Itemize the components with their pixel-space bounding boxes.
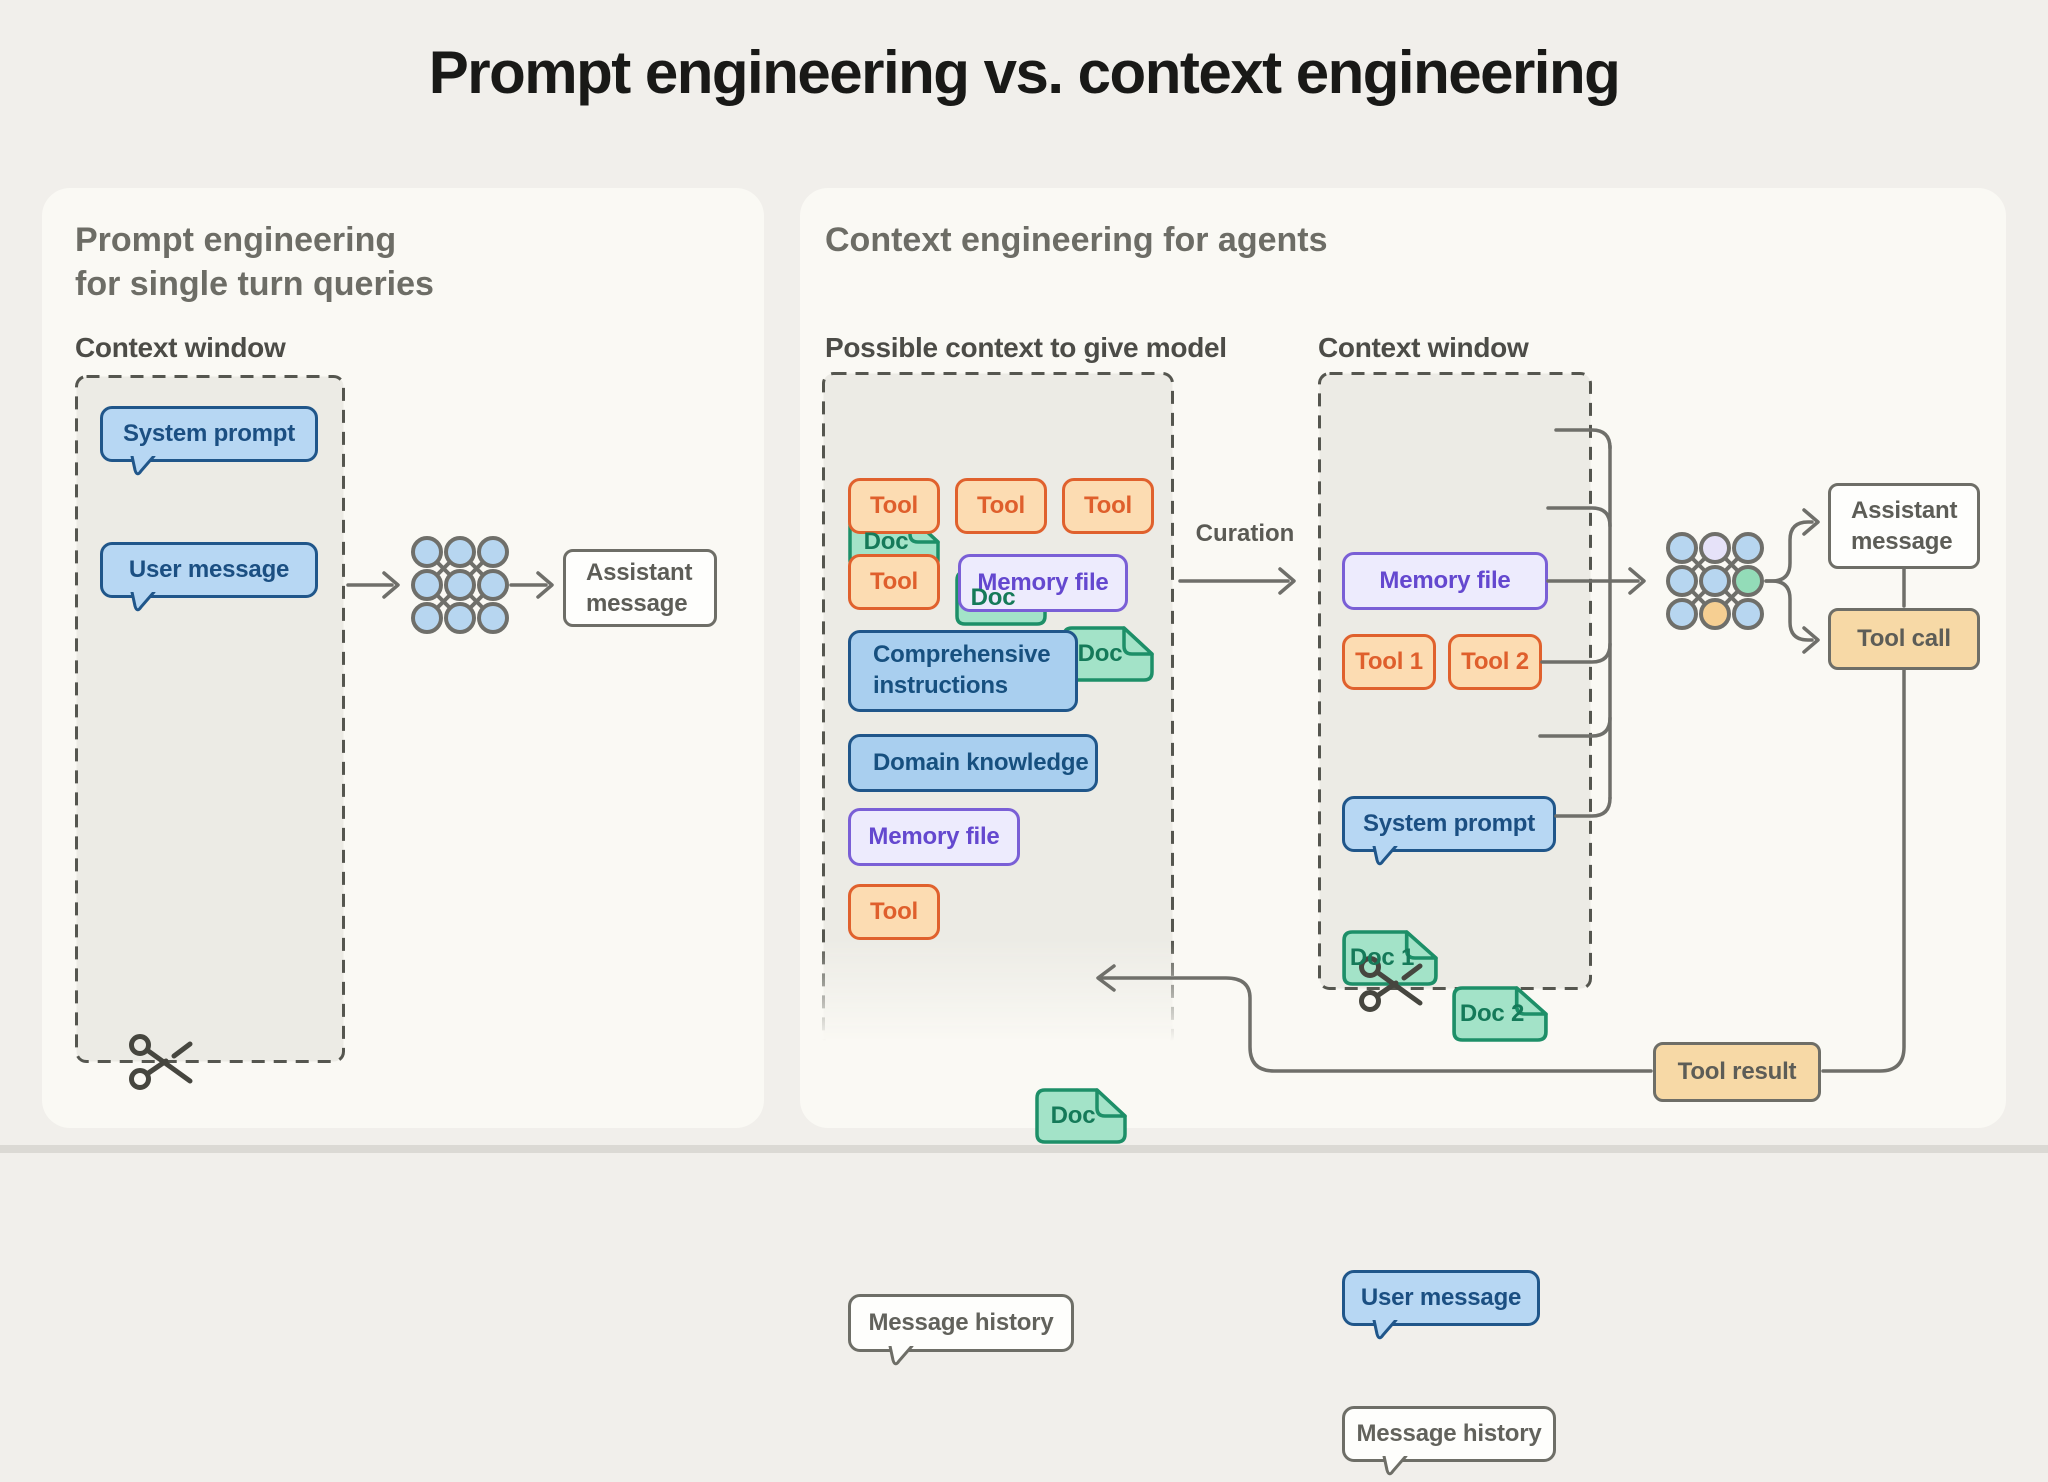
comprehensive-instructions-label: Comprehensive instructions bbox=[873, 641, 1051, 699]
message-history-label: Message history bbox=[868, 1309, 1054, 1336]
model-icon bbox=[1666, 532, 1764, 630]
assistant-message-label: Assistant message bbox=[1851, 496, 1958, 555]
doc-chip: Doc bbox=[1062, 626, 1154, 682]
page-title: Prompt engineering vs. context engineeri… bbox=[428, 39, 1621, 106]
domain-knowledge-chip: Domain knowledge bbox=[848, 734, 1098, 792]
doc-icon bbox=[1035, 1088, 1127, 1144]
curation-label: Curation bbox=[1195, 520, 1295, 547]
diagram-canvas: Prompt engineering vs. context engineeri… bbox=[0, 39, 2048, 1476]
possible-context-label: Possible context to give model bbox=[825, 332, 1227, 363]
memory-file-label: Memory file bbox=[977, 569, 1109, 596]
model-icon bbox=[411, 536, 509, 634]
user-message-label: User message bbox=[1360, 1284, 1522, 1311]
tool-call-box: Tool call bbox=[1828, 608, 1980, 670]
tool-result-box: Tool result bbox=[1653, 1042, 1821, 1102]
bubble-tail bbox=[130, 456, 156, 476]
left-assistant-message-box: Assistant message bbox=[563, 549, 717, 627]
bubble-tail bbox=[130, 592, 156, 612]
doc-label: Doc bbox=[1077, 640, 1123, 667]
agent-system-prompt-chip: System prompt bbox=[1342, 796, 1556, 866]
left-context-window-label: Context window bbox=[75, 332, 286, 363]
memory-file-chip: Memory file bbox=[958, 554, 1128, 612]
doc2-chip: Doc 2 bbox=[1452, 986, 1548, 1042]
left-panel-heading: Prompt engineering for single turn queri… bbox=[75, 218, 434, 306]
tool-chip: Tool bbox=[848, 478, 940, 534]
system-prompt-label: System prompt bbox=[1362, 810, 1536, 837]
agent-user-message-chip: User message bbox=[1342, 1270, 1540, 1340]
tool-chip: Tool bbox=[848, 554, 940, 610]
bubble-tail bbox=[1382, 1456, 1408, 1476]
tool2-chip: Tool 2 bbox=[1448, 634, 1542, 690]
left-panel-heading-line1: Prompt engineering bbox=[75, 221, 397, 259]
tool-result-label: Tool result bbox=[1677, 1058, 1797, 1086]
scissors-icon bbox=[129, 1034, 193, 1090]
memory-file-chip: Memory file bbox=[848, 808, 1020, 866]
doc-label: Doc 2 bbox=[1459, 1000, 1525, 1027]
agent-message-history-chip: Message history bbox=[1342, 1406, 1556, 1476]
left-system-prompt-label: System prompt bbox=[122, 420, 296, 447]
tool-label: Tool 2 bbox=[1461, 648, 1529, 675]
message-history-chip: Message history bbox=[848, 1294, 1074, 1366]
bubble-tail bbox=[1372, 846, 1398, 866]
tool-chip: Tool bbox=[955, 478, 1047, 534]
tool1-chip: Tool 1 bbox=[1342, 634, 1436, 690]
message-history-label: Message history bbox=[1356, 1420, 1542, 1447]
doc-label: Doc bbox=[1050, 1102, 1096, 1129]
left-user-message-chip: User message bbox=[100, 542, 318, 612]
memory-file-label: Memory file bbox=[1379, 567, 1511, 594]
tool-label: Tool bbox=[869, 898, 919, 925]
assistant-message-box: Assistant message bbox=[1828, 483, 1980, 569]
agent-memory-file-chip: Memory file bbox=[1342, 552, 1548, 610]
tool-label: Tool bbox=[869, 568, 919, 595]
domain-knowledge-label: Domain knowledge bbox=[873, 749, 1089, 776]
bottom-strip bbox=[0, 1145, 2048, 1153]
tool-chip: Tool bbox=[848, 884, 940, 940]
doc-label: Doc 1 bbox=[1349, 944, 1415, 971]
bubble-tail bbox=[888, 1346, 914, 1366]
bubble-tail bbox=[1372, 1320, 1398, 1340]
doc-chip: Doc bbox=[1035, 1088, 1127, 1144]
comprehensive-instructions-chip: Comprehensive instructions bbox=[848, 630, 1078, 712]
tool-call-label: Tool call bbox=[1857, 625, 1951, 653]
right-context-window-label: Context window bbox=[1318, 332, 1529, 363]
memory-file-label: Memory file bbox=[868, 823, 1000, 850]
right-panel-heading: Context engineering for agents bbox=[825, 221, 1328, 259]
tool-label: Tool bbox=[869, 492, 919, 519]
left-panel-heading-line2: for single turn queries bbox=[75, 265, 434, 304]
tool-label: Tool bbox=[1083, 492, 1133, 519]
tool-chip: Tool bbox=[1062, 478, 1154, 534]
doc-label: Doc bbox=[970, 584, 1016, 611]
left-assistant-message-label: Assistant message bbox=[586, 558, 693, 617]
doc-label: Doc bbox=[863, 528, 909, 555]
left-system-prompt-chip: System prompt bbox=[100, 406, 318, 476]
tool-label: Tool 1 bbox=[1355, 648, 1423, 675]
tool-label: Tool bbox=[976, 492, 1026, 519]
left-context-window-box bbox=[75, 375, 345, 1063]
left-user-message-label: User message bbox=[128, 556, 290, 583]
